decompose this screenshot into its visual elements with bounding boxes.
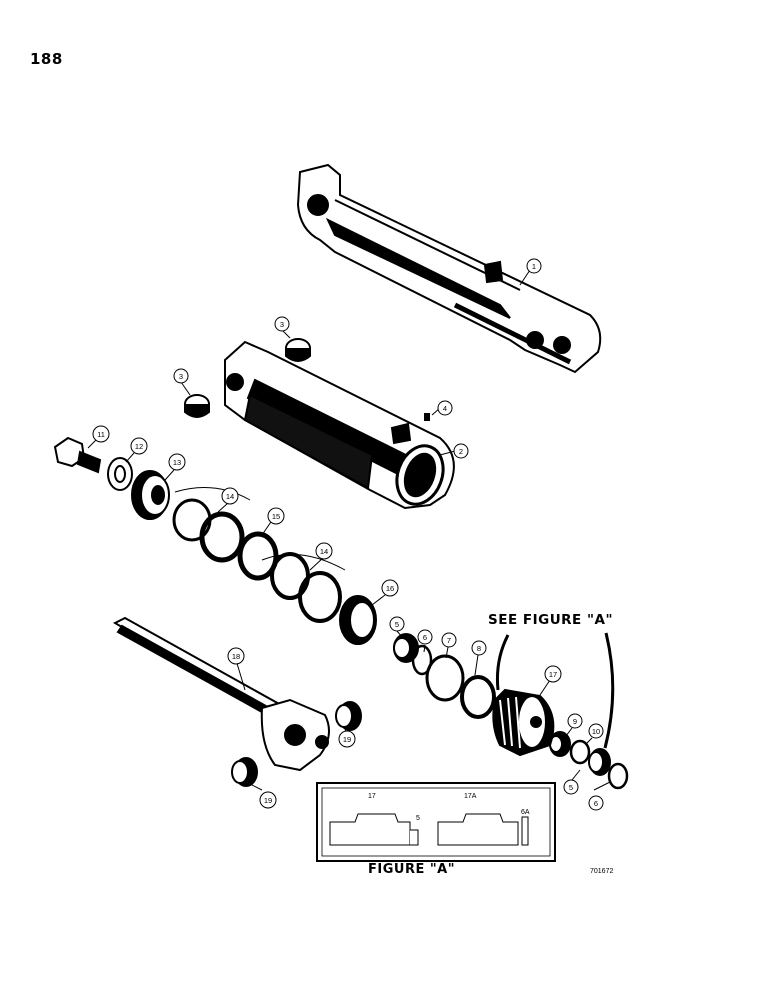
svg-text:6: 6 (423, 633, 427, 642)
callout-2: 2 (453, 443, 469, 459)
inset-label-5: 5 (416, 815, 420, 822)
svg-text:7: 7 (447, 636, 451, 645)
inset-label-17a: 17A (464, 793, 477, 800)
callout-3-upper: 3 (274, 316, 290, 332)
callout-14-upper: 14 (221, 487, 239, 505)
figure-a-inset: 17 5 17A 6A (316, 782, 556, 862)
part-3-bushings (184, 338, 311, 418)
callout-12: 12 (130, 437, 148, 455)
callout-1: 1 (526, 258, 542, 274)
callout-3-lower: 3 (173, 368, 189, 384)
svg-text:8: 8 (477, 644, 481, 653)
callout-6-upper: 6 (417, 629, 433, 645)
svg-text:12: 12 (135, 442, 143, 451)
svg-text:3: 3 (179, 372, 183, 381)
part-1-frame (296, 163, 602, 374)
callout-4: 4 (437, 400, 453, 416)
svg-text:9: 9 (573, 717, 577, 726)
callout-7: 7 (441, 632, 457, 648)
part-14-15-rings (172, 487, 346, 623)
callout-18: 18 (227, 647, 245, 665)
part-18-rod (112, 616, 330, 772)
part-12-washer (107, 457, 133, 491)
part-13-piston (131, 470, 170, 520)
callout-13: 13 (168, 453, 186, 471)
svg-text:18: 18 (232, 652, 240, 661)
callout-19-right: 19 (338, 730, 356, 748)
svg-text:5: 5 (569, 783, 573, 792)
svg-text:1: 1 (532, 262, 536, 271)
reference-number: 701672 (590, 868, 614, 875)
svg-text:3: 3 (280, 320, 284, 329)
svg-text:6: 6 (594, 799, 598, 808)
inset-label-17: 17 (368, 793, 376, 800)
parts-5-10-seals (393, 633, 629, 790)
callout-9: 9 (567, 713, 583, 729)
part-2-barrel (224, 340, 455, 510)
svg-text:10: 10 (592, 727, 600, 736)
svg-text:17: 17 (549, 670, 557, 679)
see-figure-label: SEE FIGURE "A" (488, 612, 613, 628)
svg-text:5: 5 (395, 620, 399, 629)
callout-10: 10 (588, 723, 604, 739)
inset-label-6a: 6A (521, 809, 530, 816)
callout-16: 16 (381, 579, 399, 597)
callout-19-left: 19 (259, 791, 277, 809)
svg-text:19: 19 (343, 735, 351, 744)
part-19-bushings (231, 701, 362, 787)
callout-5-lower: 5 (563, 779, 579, 795)
part-11-bolt (53, 436, 102, 474)
svg-text:14: 14 (320, 547, 328, 556)
callout-11: 11 (92, 425, 110, 443)
svg-text:11: 11 (97, 430, 105, 439)
callout-15: 15 (267, 507, 285, 525)
svg-text:13: 13 (173, 458, 181, 467)
svg-text:16: 16 (386, 584, 394, 593)
svg-text:2: 2 (459, 447, 463, 456)
svg-text:4: 4 (443, 404, 447, 413)
callout-6-lower: 6 (588, 795, 604, 811)
part-4-fitting (424, 413, 430, 421)
svg-text:19: 19 (264, 796, 272, 805)
figure-caption: FIGURE "A" (368, 862, 455, 877)
callout-17: 17 (544, 665, 562, 683)
part-16-nut (339, 595, 377, 645)
part-17-head (492, 688, 555, 757)
see-figure-pointer-lines (496, 632, 615, 749)
callouts: 1 2 3 3 4 11 12 13 14 15 14 16 18 19 19 … (92, 258, 604, 811)
callout-14-lower: 14 (315, 542, 333, 560)
svg-text:15: 15 (272, 512, 280, 521)
callout-5-upper: 5 (389, 616, 405, 632)
callout-8: 8 (471, 640, 487, 656)
page-number: 188 (30, 50, 63, 68)
svg-text:14: 14 (226, 492, 234, 501)
